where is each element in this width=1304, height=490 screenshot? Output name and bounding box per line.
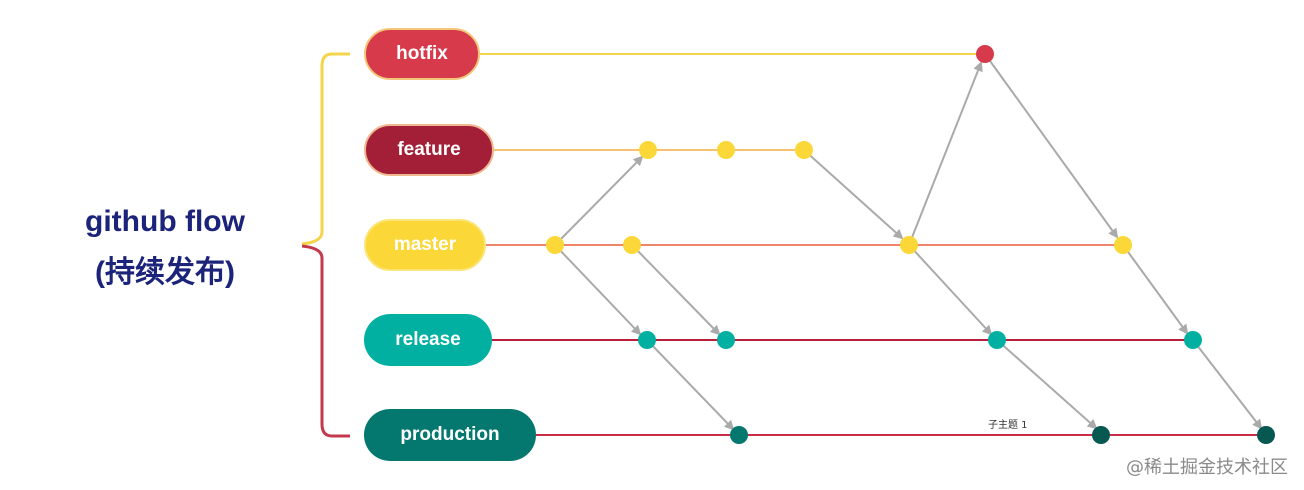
branch-node-master[interactable]: master bbox=[364, 219, 486, 271]
master-commit bbox=[1114, 236, 1132, 254]
diagram-title: github flow bbox=[85, 205, 245, 238]
feature-commit bbox=[795, 141, 813, 159]
watermark: @稀土掘金技术社区 bbox=[1126, 457, 1288, 478]
feature-commit bbox=[639, 141, 657, 159]
arrow-master-to-release-3 bbox=[908, 244, 993, 336]
arrow-master-to-release-2 bbox=[631, 244, 721, 336]
master-commit bbox=[546, 236, 564, 254]
master-commit bbox=[900, 236, 918, 254]
arrow-release-to-production-1 bbox=[646, 339, 735, 431]
arrow-master-to-release-1 bbox=[554, 244, 642, 336]
release-commit bbox=[717, 331, 735, 349]
feature-commit bbox=[717, 141, 735, 159]
production-commit bbox=[1257, 426, 1275, 444]
release-commit bbox=[988, 331, 1006, 349]
arrow-master-to-feature bbox=[554, 155, 644, 246]
arrow-master-to-hotfix bbox=[908, 61, 983, 246]
arrow-hotfix-to-master bbox=[984, 53, 1119, 239]
bracket-top bbox=[301, 52, 350, 246]
hotfix-commit bbox=[976, 45, 994, 63]
arrow-master-to-release-4 bbox=[1122, 244, 1189, 335]
arrow-feature-to-master bbox=[803, 149, 904, 240]
branch-node-release[interactable]: release bbox=[364, 314, 492, 366]
subtopic-label[interactable]: 子主题 1 bbox=[988, 420, 1028, 431]
master-commit bbox=[623, 236, 641, 254]
arrow-release-to-production-2 bbox=[996, 339, 1098, 430]
production-commit bbox=[1092, 426, 1110, 444]
branch-node-production[interactable]: production bbox=[364, 409, 536, 461]
release-commit bbox=[1184, 331, 1202, 349]
bracket-bottom bbox=[301, 244, 350, 438]
arrow-release-to-production-3 bbox=[1192, 339, 1263, 430]
release-commit bbox=[638, 331, 656, 349]
branch-node-feature[interactable]: feature bbox=[364, 124, 494, 176]
diagram-subtitle: (持续发布) bbox=[95, 256, 235, 289]
branch-node-hotfix[interactable]: hotfix bbox=[364, 28, 480, 80]
production-commit bbox=[730, 426, 748, 444]
